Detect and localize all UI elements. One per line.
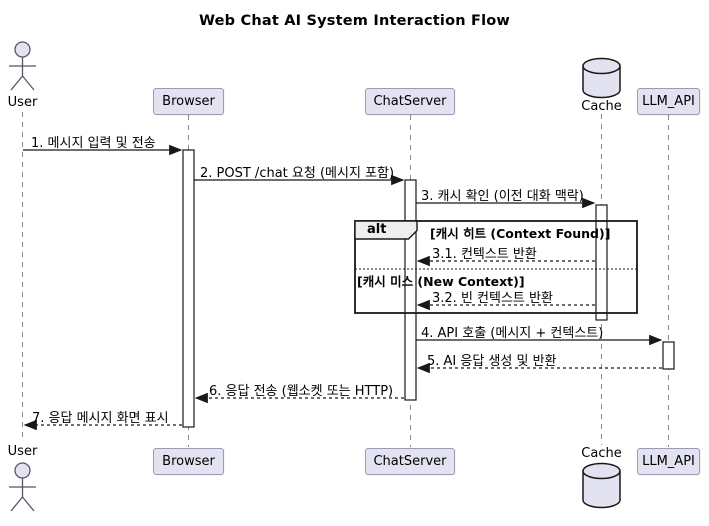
message-label-3: 3. 캐시 확인 (이전 대화 맥락)	[421, 189, 584, 204]
participant-label-cache-top: Cache	[581, 99, 622, 114]
activation-bar-chatserver	[404, 179, 417, 401]
participant-label-llm-api-top: LLM_API	[642, 94, 695, 109]
participant-label-chatserver-top: ChatServer	[373, 94, 447, 109]
participant-label-browser-top: Browser	[162, 94, 215, 109]
participant-label-llm-api-bottom: LLM_API	[642, 454, 695, 469]
activation-bar-cache	[595, 204, 608, 321]
message-label-6: 6. 응답 전송 (웹소켓 또는 HTTP)	[209, 384, 394, 399]
message-label-3-1: 3.1. 컨텍스트 반환	[432, 247, 537, 262]
alt-fragment-frame	[354, 220, 638, 314]
alt-keyword: alt	[367, 222, 387, 237]
activation-bar-llm-api	[662, 341, 675, 370]
message-label-5: 5. AI 응답 생성 및 반환	[427, 354, 557, 369]
message-label-4: 4. API 호출 (메시지 + 컨텍스트)	[421, 326, 604, 341]
participant-box-llm-api-top: LLM_API	[637, 88, 700, 115]
participant-label-chatserver-bottom: ChatServer	[373, 454, 447, 469]
alt-pentagon	[354, 220, 418, 240]
participant-label-user-bottom: User	[7, 444, 38, 459]
actor-icon-bottom	[9, 462, 36, 512]
participant-label-cache-bottom: Cache	[581, 446, 622, 461]
participant-box-llm-api-bottom: LLM_API	[637, 448, 700, 475]
actor-icon-top	[9, 41, 36, 91]
participant-label-user-top: User	[7, 95, 38, 110]
activation-bar-browser	[182, 149, 195, 428]
message-arrows	[23, 144, 663, 431]
diagram-title: Web Chat AI System Interaction Flow	[198, 13, 511, 29]
message-label-3-2: 3.2. 빈 컨텍스트 반환	[432, 291, 553, 306]
message-label-7: 7. 응답 메시지 화면 표시	[32, 411, 169, 426]
participant-box-browser-bottom: Browser	[153, 448, 224, 475]
database-icon-top	[582, 57, 621, 99]
message-label-2: 2. POST /chat 요청 (메시지 포함)	[200, 166, 395, 181]
lifelines	[22, 112, 669, 447]
database-icon-bottom	[582, 462, 621, 509]
activation-bars	[182, 149, 675, 428]
participant-box-browser-top: Browser	[153, 88, 224, 115]
alt-condition-hit: [캐시 히트 (Context Found)]	[430, 226, 611, 241]
participant-box-chatserver-bottom: ChatServer	[365, 448, 455, 475]
alt-condition-miss: [캐시 미스 (New Context)]	[357, 274, 525, 289]
participant-box-chatserver-top: ChatServer	[365, 88, 455, 115]
participant-label-browser-bottom: Browser	[162, 454, 215, 469]
message-label-1: 1. 메시지 입력 및 전송	[31, 136, 156, 151]
